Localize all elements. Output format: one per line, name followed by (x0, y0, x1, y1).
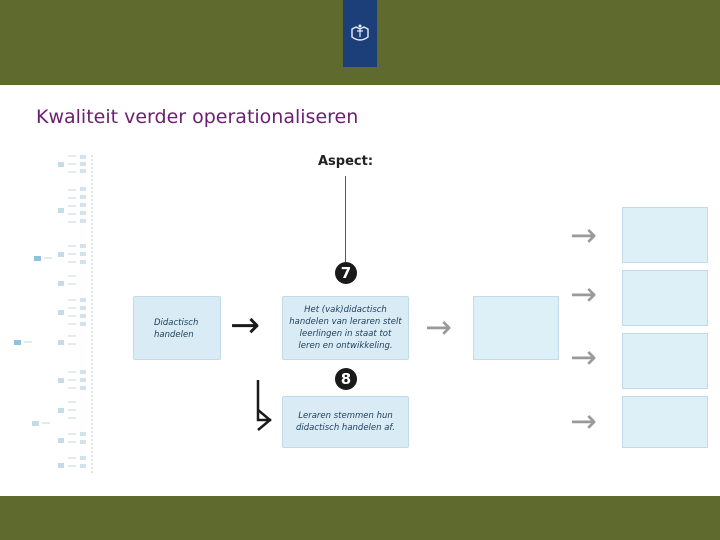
arrow-right-icon: → (570, 275, 597, 313)
header-bar (0, 0, 720, 85)
box-placeholder-right-4 (622, 396, 708, 448)
aspect-label: Aspect: (318, 154, 374, 169)
crest-emblem-icon (351, 24, 369, 41)
box-didactisch-handelen: Didactisch handelen (133, 296, 221, 360)
elbow-arrow-icon (256, 380, 271, 422)
arrow-right-icon: → (570, 216, 597, 254)
box-aspect-7: Het (vak)didactisch handelen van leraren… (282, 296, 409, 360)
box-aspect-8: Leraren stemmen hun didactisch handelen … (282, 396, 409, 448)
arrow-right-icon: → (230, 305, 261, 346)
box-placeholder-right-2 (622, 270, 708, 326)
connector-line (345, 176, 346, 262)
arrow-right-icon: → (570, 338, 597, 376)
footer-bar (0, 496, 720, 540)
outline-tree-thumbnail (14, 155, 93, 475)
crest-icon (343, 0, 377, 67)
arrow-right-icon: → (425, 308, 452, 346)
badge-7: 7 (335, 262, 357, 284)
elbow-arrowhead-icon (257, 409, 272, 431)
slide-title: Kwaliteit verder operationaliseren (36, 106, 359, 128)
box-placeholder-mid (473, 296, 559, 360)
badge-8: 8 (335, 368, 357, 390)
arrow-right-icon: → (570, 402, 597, 440)
box-placeholder-right-1 (622, 207, 708, 263)
box-placeholder-right-3 (622, 333, 708, 389)
